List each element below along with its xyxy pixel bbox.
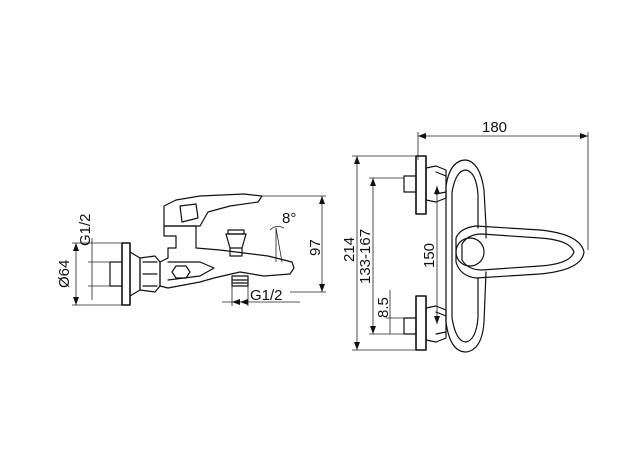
dim-flange-diameter: [72, 242, 122, 306]
label-inner-height: 150: [421, 243, 438, 268]
mixer-body: [159, 225, 295, 289]
dim-inner-height: [434, 186, 440, 324]
label-offset: 8.5: [375, 297, 392, 318]
dim-connection-top: [88, 238, 122, 300]
side-view: [72, 193, 326, 306]
label-center-distance: 133-167: [357, 229, 374, 284]
label-width-overall: 180: [482, 119, 507, 136]
top-connector: [403, 155, 447, 215]
front-lever: [455, 225, 585, 279]
outlet-connector: [231, 275, 249, 287]
wall-flange: [109, 242, 141, 306]
label-spout-angle: 8°: [282, 210, 296, 227]
dim-center-distance: [369, 177, 404, 335]
dim-spout-angle: [269, 226, 285, 263]
dim-height-overall: [352, 155, 416, 351]
front-view: [352, 132, 589, 353]
front-body: [445, 159, 487, 353]
label-height-spout: 97: [307, 239, 324, 256]
hex-nut: [139, 255, 161, 293]
bottom-connector: [403, 295, 447, 351]
dim-width-overall: [417, 132, 589, 250]
dim-height-spout: [262, 195, 326, 293]
label-flange-diameter: Ø64: [56, 260, 73, 288]
lever-handle: [163, 193, 263, 227]
label-height-overall: 214: [341, 237, 358, 262]
label-connection-top: G1/2: [77, 213, 94, 246]
dim-outlet-thread: [222, 286, 300, 306]
dim-offset: [386, 290, 404, 334]
diverter-knob: [225, 229, 247, 257]
label-outlet-thread: G1/2: [250, 287, 283, 304]
